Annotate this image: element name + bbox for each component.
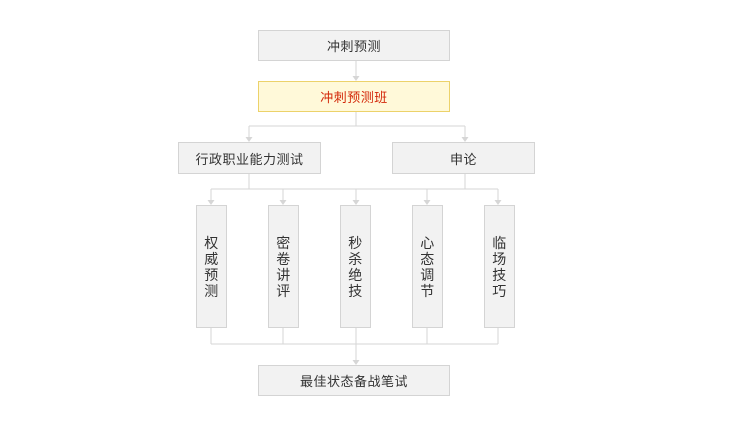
node-branch-shenlun: 申论	[392, 142, 535, 174]
node-module-4-label: 心态调节	[420, 235, 435, 300]
node-module-5: 临场技巧	[484, 205, 515, 328]
node-result: 最佳状态备战笔试	[258, 365, 450, 396]
node-module-5-label: 临场技巧	[492, 235, 507, 300]
node-top-label: 冲刺预测	[326, 40, 381, 55]
node-module-1: 权威预测	[196, 205, 227, 328]
node-module-1-label: 权威预测	[204, 235, 219, 300]
node-branch-shenlun-label: 申论	[449, 152, 477, 168]
node-branch-xingce-label: 行政职业能力测试	[195, 152, 304, 168]
node-result-label: 最佳状态备战笔试	[299, 375, 408, 390]
node-module-4: 心态调节	[412, 205, 443, 328]
node-module-2: 密卷讲评	[268, 205, 299, 328]
node-module-2-label: 密卷讲评	[276, 235, 291, 300]
node-class-label: 冲刺预测班	[320, 91, 388, 106]
node-module-3-label: 秒杀绝技	[348, 235, 363, 300]
node-class: 冲刺预测班	[258, 81, 450, 112]
node-branch-xingce: 行政职业能力测试	[178, 142, 321, 174]
node-module-3: 秒杀绝技	[340, 205, 371, 328]
node-top: 冲刺预测	[258, 30, 450, 61]
